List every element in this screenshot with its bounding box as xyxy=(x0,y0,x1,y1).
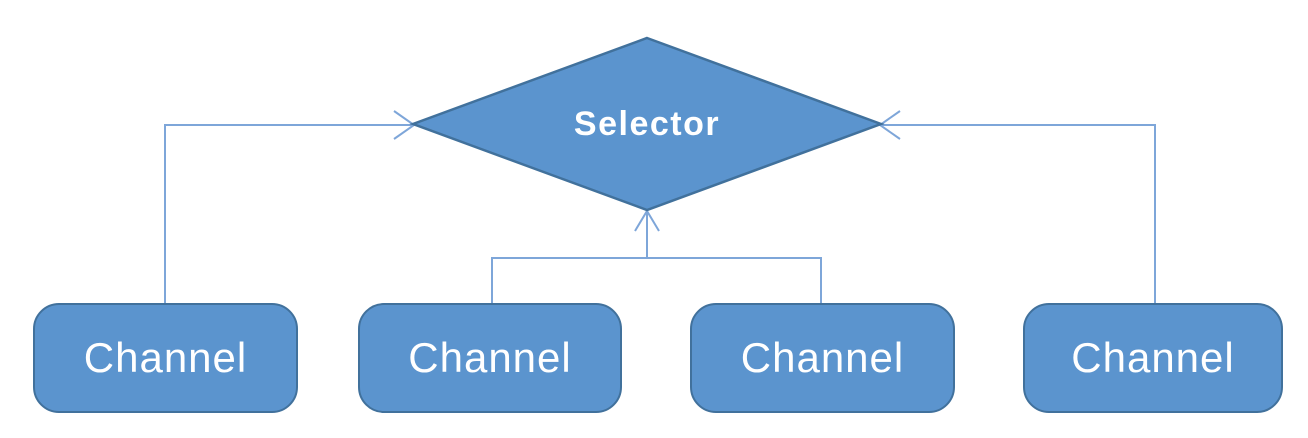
channel-1-label: Channel xyxy=(83,334,248,381)
connector-channels23-bar xyxy=(491,257,822,304)
channel-box-2: Channel xyxy=(358,303,622,413)
channel-4-label: Channel xyxy=(1071,334,1235,381)
channel-box-4: Channel xyxy=(1023,303,1283,413)
connector-channel1-selector xyxy=(164,124,412,304)
channel-3-label: Channel xyxy=(740,334,905,381)
channel-2-label: Channel xyxy=(408,334,572,381)
channel-box-3: Channel xyxy=(690,303,955,413)
selector-diamond-shape xyxy=(409,36,885,212)
connector-channel4-selector xyxy=(882,124,1156,304)
channel-box-1: Channel xyxy=(33,303,298,413)
